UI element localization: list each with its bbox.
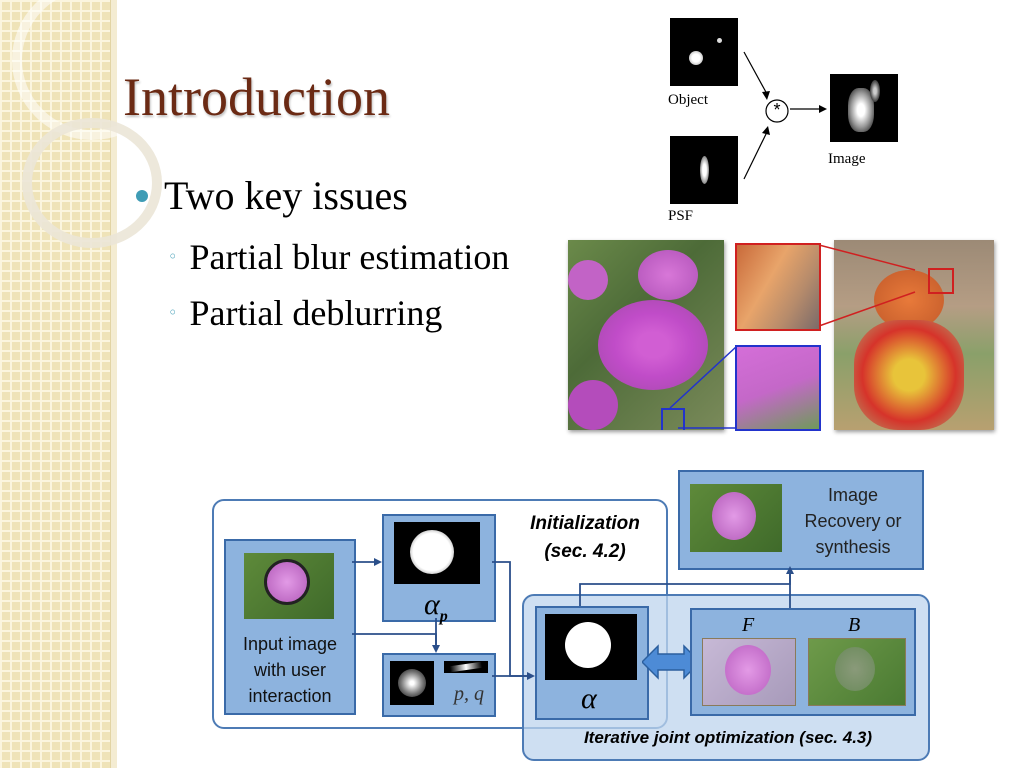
alpha-p-label: αp (424, 588, 448, 626)
recovery-label: Image Recovery or synthesis (804, 485, 902, 557)
alpha-p-panel: αp (382, 514, 496, 625)
sub-bullet-circle-icon: ◦ (168, 303, 178, 323)
foreground-thumb (702, 638, 796, 706)
pipeline-diagram: Input image with user interaction αp Ini… (210, 466, 936, 764)
sub-bullet-2-text: Partial deblurring (189, 293, 443, 333)
bullet-main-text: Two key issues (164, 173, 408, 218)
slide-title: Introduction (123, 67, 390, 127)
input-flower-thumb (244, 553, 334, 619)
sub-bullet-2: ◦ Partial deblurring (168, 292, 442, 334)
decorative-ring-bottom (22, 118, 162, 248)
convolve-operator-icon: * (773, 100, 781, 120)
foreground-background-panel: F B (690, 608, 916, 716)
object-image (670, 18, 738, 86)
recovery-flower-thumb (690, 484, 782, 552)
recovery-panel: Image Recovery or synthesis (678, 470, 924, 570)
psf-pq-panel: p, q (382, 653, 496, 717)
blurred-result-image (830, 74, 898, 142)
input-image-panel: Input image with user interaction (224, 539, 356, 715)
sub-bullet-1-text: Partial blur estimation (189, 237, 510, 277)
initialization-label: Initialization (sec. 4.2) (530, 513, 640, 562)
zoom-lines-red (818, 244, 916, 327)
sub-bullet-circle-icon: ◦ (168, 247, 178, 267)
sub-bullet-1: ◦ Partial blur estimation (168, 236, 509, 278)
image-label: Image (828, 151, 866, 167)
flower-photo (568, 240, 724, 430)
alpha-p-symbol: α (424, 588, 440, 621)
pq-label: p, q (454, 683, 484, 705)
psf-label: PSF (668, 208, 694, 224)
convolution-figure: Object PSF * Image (660, 14, 910, 230)
flower-zoom-inset (735, 345, 821, 431)
bullet-dot-icon (136, 189, 148, 202)
b-label: B (848, 614, 861, 636)
zoom-lines-blue (669, 345, 738, 429)
alpha-panel: α (535, 606, 649, 720)
object-label: Object (668, 92, 708, 108)
f-label: F (742, 614, 755, 636)
background-thumb (808, 638, 906, 706)
alpha-label: α (581, 682, 597, 715)
alpha-p-subscript: p (439, 608, 448, 625)
sidebar-edge (110, 0, 117, 768)
convolution-arrows (743, 51, 827, 180)
bullet-main: Two key issues (136, 172, 408, 219)
iterative-label: Iterative joint optimization (sec. 4.3) (583, 728, 873, 747)
input-label: Input image with user interaction (242, 634, 338, 706)
cyclist-photo (834, 240, 994, 430)
cyclist-zoom-inset (735, 243, 821, 331)
psf-image (670, 136, 738, 204)
pipeline-arrows (352, 558, 794, 680)
